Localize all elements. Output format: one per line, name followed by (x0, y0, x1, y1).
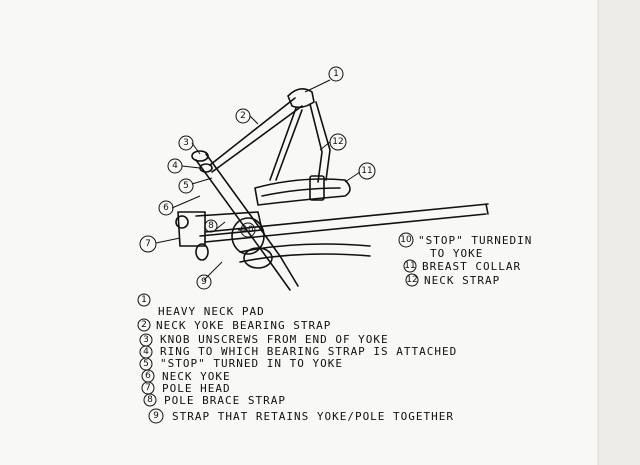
callout-7: 7 (139, 235, 157, 253)
svg-text:1: 1 (333, 69, 339, 79)
paper-edge (598, 0, 640, 465)
callout-2: 2 (235, 108, 251, 124)
svg-text:2: 2 (141, 320, 147, 330)
callout-12: 12 (329, 133, 347, 151)
svg-text:HEAVY NECK PAD: HEAVY NECK PAD (158, 305, 265, 318)
legend-item-4: 4 RING TO WHICH BEARING STRAP IS ATTACHED (139, 345, 457, 359)
legend-item-7: 7 POLE HEAD (141, 381, 231, 395)
svg-text:5: 5 (143, 359, 149, 369)
lower-shaft (239, 243, 371, 263)
svg-text:9: 9 (153, 411, 159, 421)
svg-text:8: 8 (147, 395, 153, 405)
svg-text:12: 12 (406, 275, 417, 285)
svg-text:8: 8 (208, 221, 214, 231)
svg-text:TO YOKE: TO YOKE (430, 247, 483, 260)
callout-6: 6 (158, 200, 174, 216)
neck-strap-line (309, 101, 331, 183)
svg-text:10: 10 (242, 225, 254, 235)
breast-collar-stitch (261, 187, 341, 197)
legend-item-9: 9 STRAP THAT RETAINS YOKE/POLE TOGETHER (148, 408, 454, 424)
drawing (175, 88, 489, 291)
retaining-strap-lower (243, 247, 273, 269)
svg-text:10: 10 (400, 235, 412, 245)
neck-pad (287, 88, 315, 109)
pole-brace-strap (195, 211, 263, 237)
pole-head-ring (195, 243, 209, 261)
callout-1: 1 (328, 66, 344, 82)
svg-text:2: 2 (240, 111, 246, 121)
svg-text:KNOB UNSCREWS FROM END OF YOKE: KNOB UNSCREWS FROM END OF YOKE (160, 333, 389, 346)
svg-text:5: 5 (183, 181, 189, 191)
svg-text:6: 6 (145, 371, 151, 381)
svg-text:6: 6 (163, 203, 169, 213)
pole-head (177, 211, 206, 247)
bearing-strap (209, 97, 303, 173)
svg-text:9: 9 (201, 277, 207, 287)
svg-text:NECK YOKE: NECK YOKE (162, 370, 231, 383)
callout-11: 11 (358, 162, 376, 180)
svg-text:4: 4 (172, 161, 178, 171)
callout-10: 10 (240, 222, 256, 238)
legend-right-item-10: 10 "STOP" TURNEDIN (398, 232, 532, 248)
svg-text:"STOP" TURNEDIN: "STOP" TURNEDIN (418, 234, 532, 247)
callout-5: 5 (178, 178, 194, 194)
legend-right: 10 "STOP" TURNEDIN TO YOKE 11 BREAST COL… (398, 232, 532, 287)
svg-text:POLE HEAD: POLE HEAD (162, 382, 231, 395)
legend-right-item-12: 12 NECK STRAP (405, 273, 500, 287)
retaining-strap (231, 217, 265, 255)
svg-text:11: 11 (361, 166, 372, 176)
breast-collar (254, 178, 351, 206)
legend-item-5: 5 "STOP" TURNED IN TO YOKE (139, 357, 343, 371)
svg-text:7: 7 (145, 239, 151, 249)
callout-4: 4 (167, 158, 183, 174)
legend-right-item-10b: TO YOKE (430, 247, 483, 260)
svg-text:11: 11 (404, 261, 415, 271)
pole-head-eye (175, 215, 189, 229)
strap-down (269, 107, 303, 181)
svg-text:1: 1 (141, 295, 147, 305)
legend-right-item-11: 11 BREAST COLLAR (403, 259, 521, 273)
legend-item-8: 8 POLE BRACE STRAP (143, 393, 286, 407)
svg-text:STRAP THAT RETAINS YOKE/POLE T: STRAP THAT RETAINS YOKE/POLE TOGETHER (172, 410, 454, 423)
svg-text:3: 3 (143, 335, 149, 345)
legend-item-2: 2 NECK YOKE BEARING STRAP (137, 318, 331, 332)
yoke-knob (191, 150, 209, 162)
svg-text:12: 12 (332, 137, 343, 147)
svg-text:4: 4 (143, 347, 149, 357)
pole-end (485, 203, 489, 215)
callout-8: 8 (204, 219, 218, 233)
svg-text:RING TO WHICH BEARING STRAP IS: RING TO WHICH BEARING STRAP IS ATTACHED (160, 345, 457, 358)
svg-text:7: 7 (145, 383, 151, 393)
callout-9: 9 (196, 274, 212, 290)
collar-buckle (309, 175, 325, 201)
svg-text:3: 3 (183, 138, 189, 148)
callouts: 1 2 3 4 5 6 7 8 9 10 11 12 (139, 66, 376, 290)
svg-text:BREAST COLLAR: BREAST COLLAR (422, 260, 521, 273)
svg-text:NECK YOKE BEARING STRAP: NECK YOKE BEARING STRAP (156, 319, 331, 332)
callout-3: 3 (178, 135, 194, 151)
svg-text:NECK STRAP: NECK STRAP (424, 274, 500, 287)
svg-text:"STOP" TURNED IN TO YOKE: "STOP" TURNED IN TO YOKE (160, 357, 343, 370)
svg-text:POLE BRACE STRAP: POLE BRACE STRAP (164, 394, 286, 407)
